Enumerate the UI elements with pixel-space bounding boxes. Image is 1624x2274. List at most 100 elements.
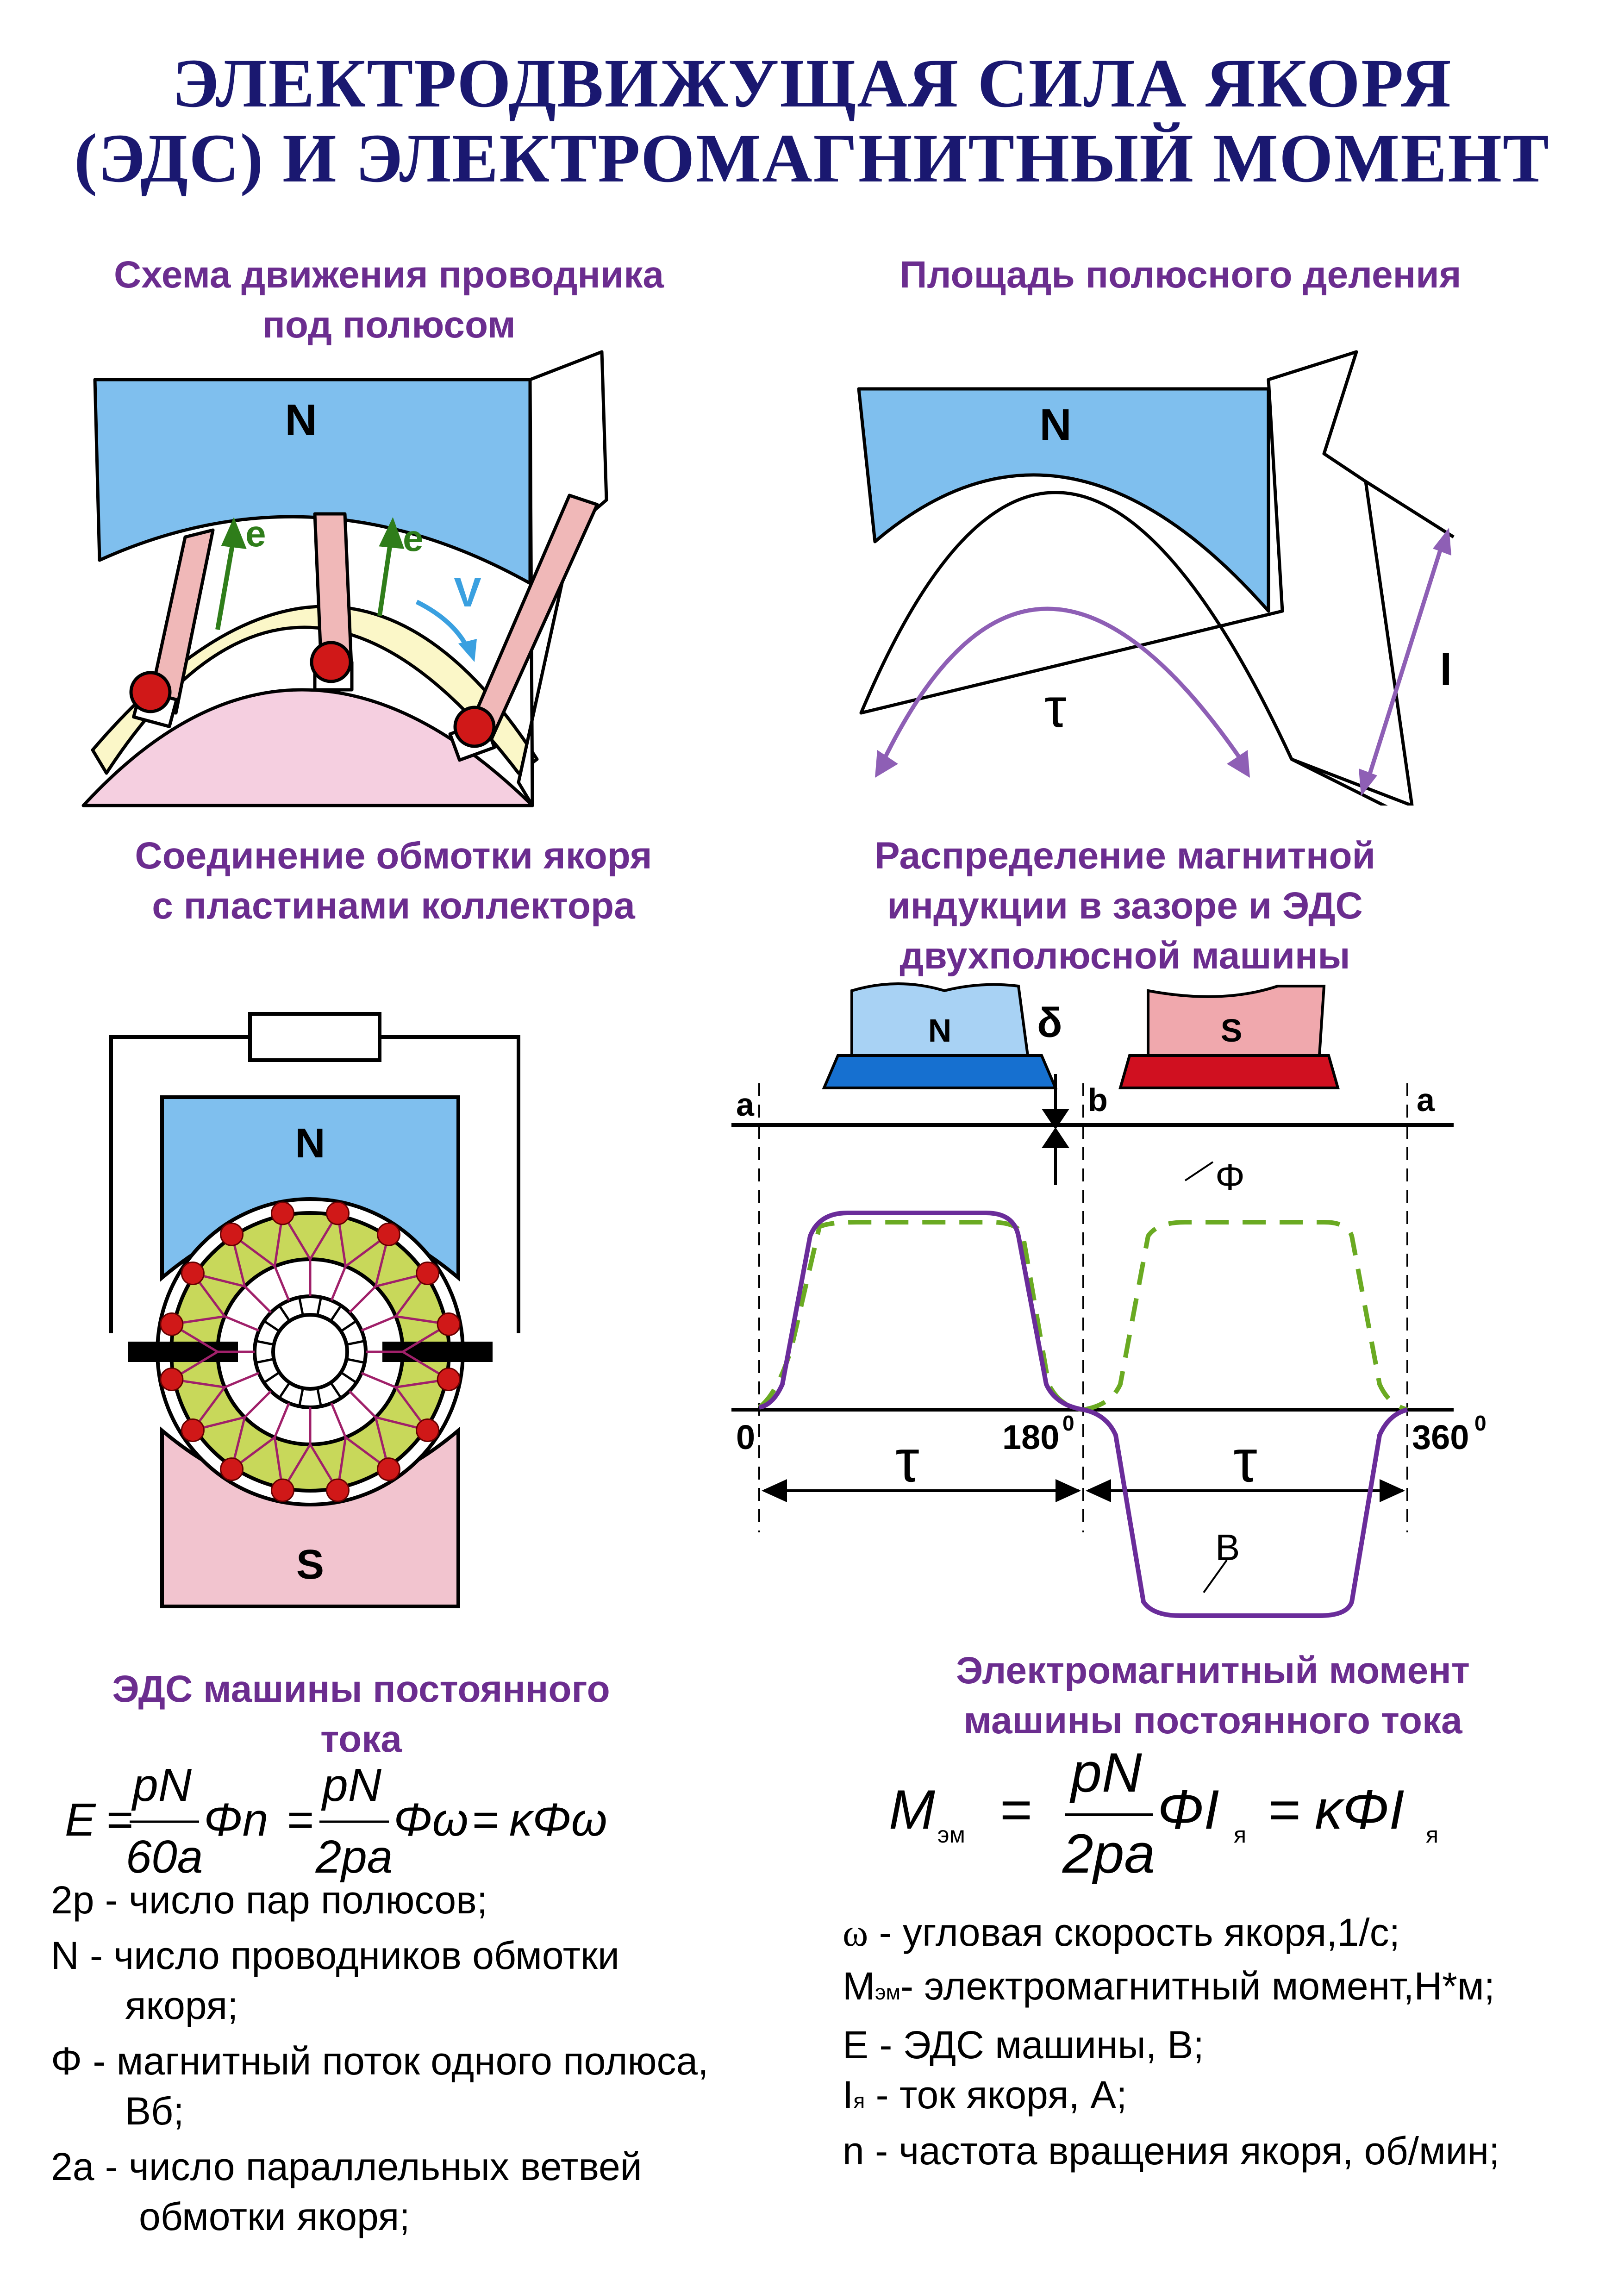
svg-text:E: E [65,1794,96,1846]
length-arrow [1363,536,1447,788]
brush-right [382,1342,493,1362]
pole-n-label: N [928,1012,952,1049]
tick-360-degree: 0 [1474,1411,1487,1435]
commutator-bar [279,1382,290,1398]
legend-Iya: Iя - ток якоря, А; [843,2073,1127,2117]
commutator-bar [341,1372,356,1383]
pole-s-shoe [1118,1054,1340,1089]
svg-text:ΦI: ΦI [1157,1779,1219,1841]
conductor-motion-diagram: N e e V [81,350,608,807]
winding-coil [171,1323,255,1381]
pole-s-body [1147,985,1326,1057]
svg-text:=: = [106,1794,133,1846]
tau-label: τ [1044,677,1066,739]
legend-mem: Mэм- электромагнитный момент,Н*м; [843,1964,1495,2008]
winding-coil [361,1372,449,1431]
winding-connection-diagram: N S [109,1012,520,1608]
winding-coil [361,1273,449,1332]
pole-n-label: N [285,395,317,445]
svg-text:pN: pN [131,1759,192,1811]
pole-n-label: N [1039,400,1071,450]
armature-slot-conductor [181,1262,205,1286]
commutator-bar [279,1306,290,1321]
emf-arrow-1 [215,537,236,630]
induction-distribution-diagram: N S δ a b a 0 180 0 360 0 τ τ Φ B [731,982,1487,1618]
conductor-end-1 [129,671,172,713]
torque-legend: ω - угловая скорость якоря,1/с; Mэм- эле… [843,1907,1499,2176]
winding-coil [192,1390,272,1470]
winding-coil [231,1213,290,1301]
legend-omega: ω - угловая скорость якоря,1/с; [843,1911,1400,1955]
armature-slot-conductor [326,1478,350,1502]
svg-text:pN: pN [321,1759,382,1811]
commutator-bar [347,1358,364,1364]
svg-text:=: = [1000,1779,1032,1841]
caption-emf: ЭДС машины постоянного тока [112,1668,610,1760]
field-resistor [248,1012,381,1062]
svg-text:=: = [287,1794,314,1846]
armature-slot-conductor [376,1222,400,1246]
svg-text:=: = [472,1794,499,1846]
commutator-bar [256,1340,274,1346]
winding-coil [366,1323,450,1381]
pole-shoe-surface [859,350,1414,806]
svg-text:pN: pN [1069,1745,1142,1804]
legend-2p: 2p - число пар полюсов; [51,1878,488,1922]
winding-coil [349,1390,428,1470]
torque-formula: M эм = pN 2pa ΦI я = κΦI я [889,1745,1438,1884]
winding-coil [192,1234,272,1313]
armature-slot-conductor [270,1478,294,1502]
armature-slot-conductor [181,1418,205,1442]
field-circuit [109,1035,520,1333]
svg-text:M: M [889,1779,935,1841]
tau-label-1: τ [895,1427,919,1494]
svg-text:=: = [1268,1779,1301,1841]
velocity-label: V [454,569,481,616]
legend-phi: Φ - магнитный поток одного полюса, [51,2039,709,2083]
svg-text:Φω: Φω [394,1794,468,1846]
emf-label-2: e [403,518,424,559]
armature-slot-conductor [437,1368,461,1392]
pole-n-shoe [822,1054,1058,1089]
commutator-bar [316,1388,322,1406]
winding-coil [281,1212,339,1296]
pole-n [857,387,1270,613]
commutator-bar [264,1320,280,1332]
armature-slot-conductor [416,1418,440,1442]
conductor-1 [146,528,215,715]
armature-slot-conductor [416,1262,440,1286]
pole-s-label: S [296,1542,324,1588]
pole-n-label: N [295,1120,325,1167]
caption-induction-distribution: Распределение магнитной индукции в зазор… [874,835,1376,977]
induction-label: B [1215,1527,1240,1568]
armature-slot-conductor [220,1222,244,1246]
pole-pitch-diagram: N τ l [857,350,1455,806]
conductor-end-3 [453,706,496,748]
velocity-arrow [415,600,470,650]
legend-n: n - частота вращения якоря, об/мин; [843,2129,1500,2173]
induction-curve [758,1211,1408,1618]
armature-slot-conductor [437,1312,461,1336]
armature-slot-conductor [376,1457,400,1481]
commutator-bar [264,1372,280,1383]
air-gap-band [91,605,539,775]
caption-torque: Электромагнитный момент машины постоянно… [956,1649,1470,1742]
armature-slot-conductor [160,1368,184,1392]
commutator-bar [298,1388,304,1406]
flux-label: Φ [1215,1156,1245,1198]
legend-E: E - ЭДС машины, В; [843,2023,1204,2067]
emf-label-1: e [245,513,266,554]
winding-coil [349,1234,428,1313]
winding-coil [231,1402,290,1491]
winding-coil [330,1213,389,1301]
svg-text:Φn: Φn [204,1794,268,1846]
commutator-bar [316,1298,322,1315]
svg-text:κΦω: κΦω [509,1794,607,1846]
emf-arrow-2 [377,537,394,616]
pole-s-label: S [1221,1012,1243,1049]
armature-slot-conductor [326,1201,350,1225]
commutator-bar [330,1306,342,1321]
commutator-bar [256,1358,274,1364]
svg-text:я: я [1234,1822,1246,1848]
legend-N: N - число проводников обмотки [51,1934,619,1977]
